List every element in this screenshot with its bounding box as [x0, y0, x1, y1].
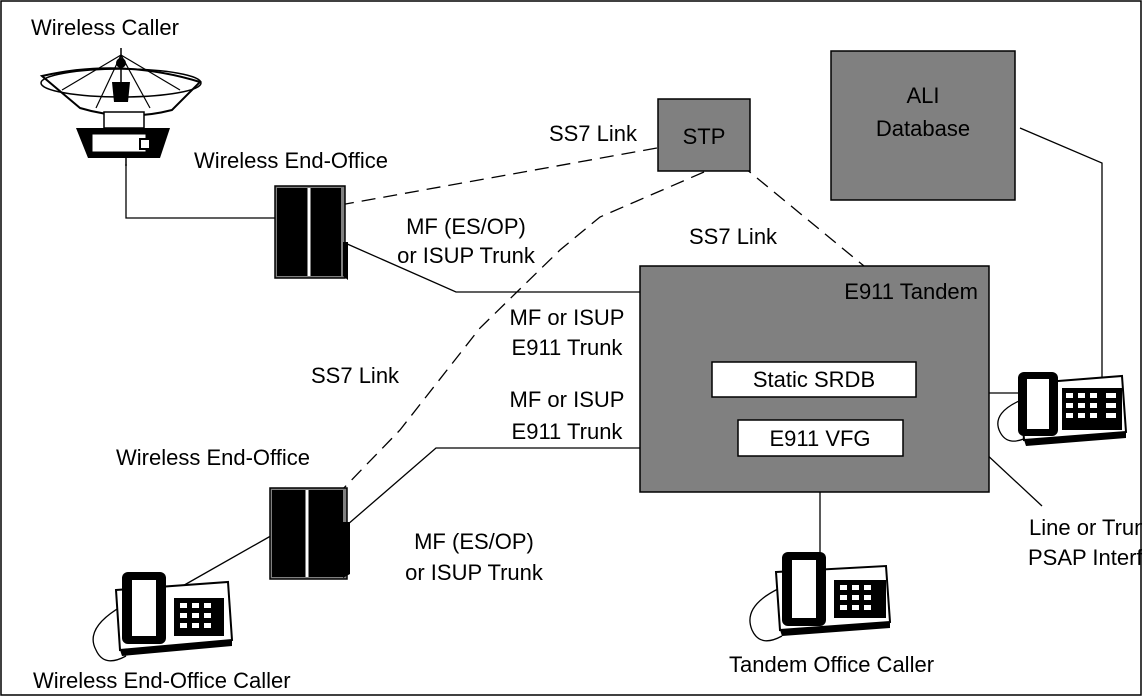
- e911-tandem-label: E911 Tandem: [844, 279, 978, 304]
- mf-e911-a-label-1: MF or ISUP: [510, 305, 625, 330]
- tandem-office-caller-label: Tandem Office Caller: [729, 652, 934, 677]
- mf-top-label-2: or ISUP Trunk: [397, 243, 536, 268]
- wireless-caller-label: Wireless Caller: [31, 15, 179, 40]
- ali-database-node[interactable]: ALI Database: [830, 50, 1016, 201]
- bottom-end-office-switch-icon[interactable]: [269, 487, 350, 580]
- ss7-link-top-label: SS7 Link: [549, 121, 638, 146]
- stp-node[interactable]: STP: [657, 98, 751, 172]
- stp-label: STP: [683, 124, 726, 149]
- ali-database-label: Database: [876, 116, 970, 141]
- ali-to-psap-line: [1019, 127, 1103, 392]
- wireless-eo-caller-label: Wireless End-Office Caller: [33, 668, 291, 693]
- mf-e911-b-label-1: MF or ISUP: [510, 387, 625, 412]
- psap-interface-label-2: PSAP Interface: [1028, 545, 1142, 570]
- caller-to-bottom-eo-line: [171, 532, 277, 593]
- e911-vfg-label: E911 VFG: [769, 426, 870, 451]
- wireless-eo-top-label: Wireless End-Office: [194, 148, 388, 173]
- ss7-link-right-label: SS7 Link: [689, 224, 778, 249]
- tandem-office-caller-phone-icon[interactable]: [749, 552, 892, 642]
- mf-e911-a-label-2: E911 Trunk: [512, 335, 624, 360]
- wireless-eo-caller-phone-icon[interactable]: [92, 572, 234, 662]
- static-srdb-label: Static SRDB: [753, 367, 875, 392]
- ss7-stp-tandem-dash: [739, 163, 865, 267]
- mf-bottom-label-2: or ISUP Trunk: [405, 560, 544, 585]
- e911-vfg-box[interactable]: [737, 419, 904, 457]
- top-end-office-switch-icon[interactable]: [274, 185, 348, 280]
- e911-tandem-node[interactable]: E911 Tandem Static SRDB E911 VFG: [639, 265, 990, 493]
- psap-interface-pointer: [983, 451, 1043, 507]
- ali-label: ALI: [906, 83, 939, 108]
- psap-interface-label-1: Line or Trunk: [1029, 515, 1142, 540]
- wireless-eo-bottom-label: Wireless End-Office: [116, 445, 310, 470]
- ss7-eo-stp-dash: [339, 145, 669, 206]
- psap-phone-icon[interactable]: [997, 372, 1128, 446]
- satellite-dish-icon: [39, 48, 202, 166]
- mf-e911-b-label-2: E911 Trunk: [512, 419, 624, 444]
- mf-bottom-label-1: MF (ES/OP): [414, 529, 534, 554]
- static-srdb-box[interactable]: [711, 361, 917, 398]
- caller-to-eo-line: [125, 164, 275, 219]
- ss7-link-left-label: SS7 Link: [311, 363, 400, 388]
- mf-top-label-1: MF (ES/OP): [406, 214, 526, 239]
